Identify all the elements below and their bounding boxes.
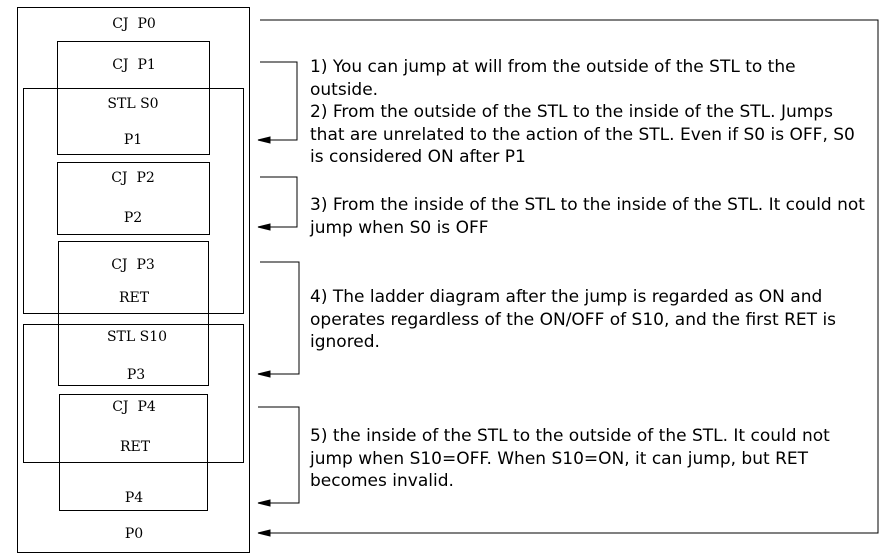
note-3: 3) From the inside of the STL to the ins… [310,195,865,238]
jump-line-p1 [260,61,298,141]
p2-label: P2 [123,210,143,226]
arrowhead-p2 [257,223,271,231]
cj-p3-label: CJ P3 [111,257,155,273]
p0-label: P0 [124,526,144,542]
jump-line-p0 [260,19,879,534]
jump-line-p4 [258,406,300,504]
cj-p2-box [57,162,210,235]
cj-p1-box [57,41,210,155]
stl-s10-label: STL S10 [106,329,168,345]
arrowhead-p3 [257,370,271,378]
note-group-1-2: 1) You can jump at will from the outside… [310,56,855,169]
note-4: 4) The ladder diagram after the jump is … [310,287,837,352]
arrowhead-p1 [257,136,271,144]
note-2: 2) From the outside of the STL to the in… [310,102,855,167]
stl-s0-block [23,88,244,314]
cj-p3-box [58,241,209,386]
ret-1-label: RET [118,290,150,306]
cj-p0-label: CJ P0 [112,16,156,32]
note-1: 1) You can jump at will from the outside… [310,57,796,100]
note-5: 5) the inside of the STL to the outside … [310,426,830,491]
program-frame [17,7,250,553]
p4-label: P4 [124,490,144,506]
arrowhead-p4 [257,499,271,507]
p3-label: P3 [126,367,146,383]
cj-p4-box [59,394,208,511]
stl-s10-block [23,324,244,463]
ret-2-label: RET [119,439,151,455]
stl-s0-label: STL S0 [107,96,159,112]
cj-p4-label: CJ P4 [112,399,156,415]
cj-p1-label: CJ P1 [112,57,156,73]
jump-line-p3 [260,261,300,375]
p1-label: P1 [123,132,143,148]
jump-line-p2 [260,176,298,228]
cj-p2-label: CJ P2 [111,170,155,186]
arrowhead-p0 [257,529,271,537]
